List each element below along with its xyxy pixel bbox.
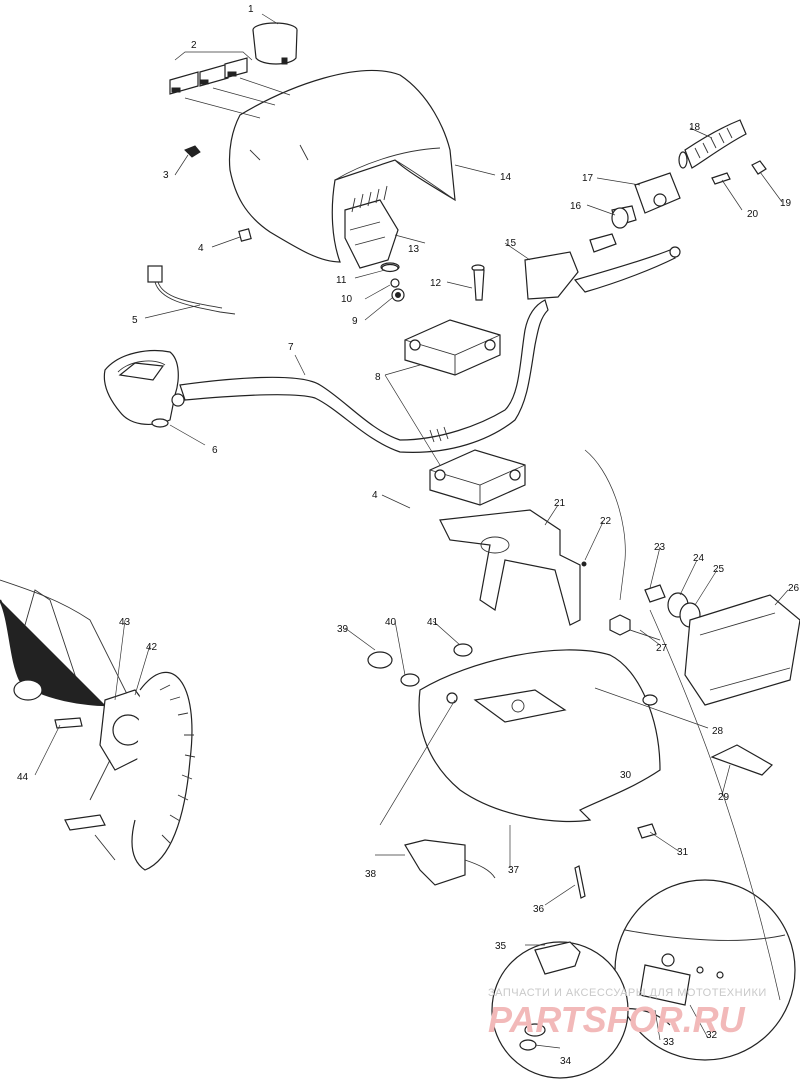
part-37-fender [418, 649, 661, 823]
headlight-parts [581, 561, 800, 706]
callout-10: 10 [341, 294, 353, 305]
callout-20: 20 [747, 209, 759, 220]
callout-9: 9 [352, 316, 358, 327]
callout-19: 19 [780, 198, 792, 209]
right-controls [524, 119, 767, 300]
callout-44: 44 [17, 772, 29, 783]
leader-lines [34, 13, 789, 1049]
hood-cover [228, 69, 456, 263]
brake-assembly [0, 579, 196, 871]
callout-22: 22 [600, 516, 612, 527]
part-1-cap [252, 22, 298, 65]
callout-25: 25 [713, 564, 725, 575]
part-5-wire-harness [147, 265, 236, 315]
callout-1: 1 [248, 4, 254, 15]
callout-29: 29 [718, 792, 730, 803]
callout-39: 39 [337, 624, 349, 635]
callout-labels: 1 2 3 4 5 6 7 8 9 10 11 12 13 14 15 16 1… [17, 4, 800, 1067]
part-21-bracket [439, 509, 581, 626]
callout-24: 24 [693, 553, 705, 564]
callout-31: 31 [677, 847, 689, 858]
callout-32: 32 [706, 1030, 718, 1041]
callout-3: 3 [163, 170, 169, 181]
watermark: ЗАПЧАСТИ И АКСЕССУАРЫ ДЛЯ МОТОТЕХНИКИ PA… [488, 987, 767, 1040]
callout-30: 30 [620, 770, 632, 781]
callout-26: 26 [788, 583, 800, 594]
callout-14: 14 [500, 172, 512, 183]
callout-28: 28 [712, 726, 724, 737]
callout-4: 4 [198, 243, 204, 254]
callout-6: 6 [212, 445, 218, 456]
callout-35: 35 [495, 941, 507, 952]
part-13-switch-housing [344, 185, 400, 272]
misc-parts [367, 643, 773, 899]
callout-2: 2 [191, 40, 197, 51]
callout-11: 11 [336, 275, 347, 286]
callout-23: 23 [654, 542, 666, 553]
part-6-left-control [103, 349, 185, 428]
watermark-tagline: ЗАПЧАСТИ И АКСЕССУАРЫ ДЛЯ МОТОТЕХНИКИ [488, 987, 767, 999]
detail-inset-left [491, 941, 629, 1079]
callout-27: 27 [656, 643, 668, 654]
watermark-brand: PARTSFOR.RU [488, 999, 746, 1040]
part-2-indicator-lamps [169, 51, 291, 119]
callout-21: 21 [554, 498, 566, 509]
speedo-cable [584, 449, 626, 601]
part-8-clamps [404, 319, 526, 506]
callout-36: 36 [533, 904, 545, 915]
callout-4-second: 4 [372, 490, 378, 501]
callout-16: 16 [570, 201, 582, 212]
callout-40: 40 [385, 617, 397, 628]
callout-12: 12 [430, 278, 442, 289]
callout-33: 33 [663, 1037, 675, 1048]
callout-5: 5 [132, 315, 138, 326]
callout-41: 41 [427, 617, 439, 628]
callout-43: 43 [119, 617, 131, 628]
callout-34: 34 [560, 1056, 572, 1067]
small-hardware [184, 145, 405, 302]
callout-8: 8 [375, 372, 381, 383]
callout-13: 13 [408, 244, 420, 255]
callout-15: 15 [505, 238, 517, 249]
detail-inset-right [614, 879, 796, 1061]
callout-7: 7 [288, 342, 294, 353]
callout-42: 42 [146, 642, 158, 653]
callout-37: 37 [508, 865, 520, 876]
callout-18: 18 [689, 122, 701, 133]
part-12-screw [471, 264, 485, 301]
callout-38: 38 [365, 869, 377, 880]
part-7-handlebar [179, 299, 549, 453]
callout-17: 17 [582, 173, 594, 184]
